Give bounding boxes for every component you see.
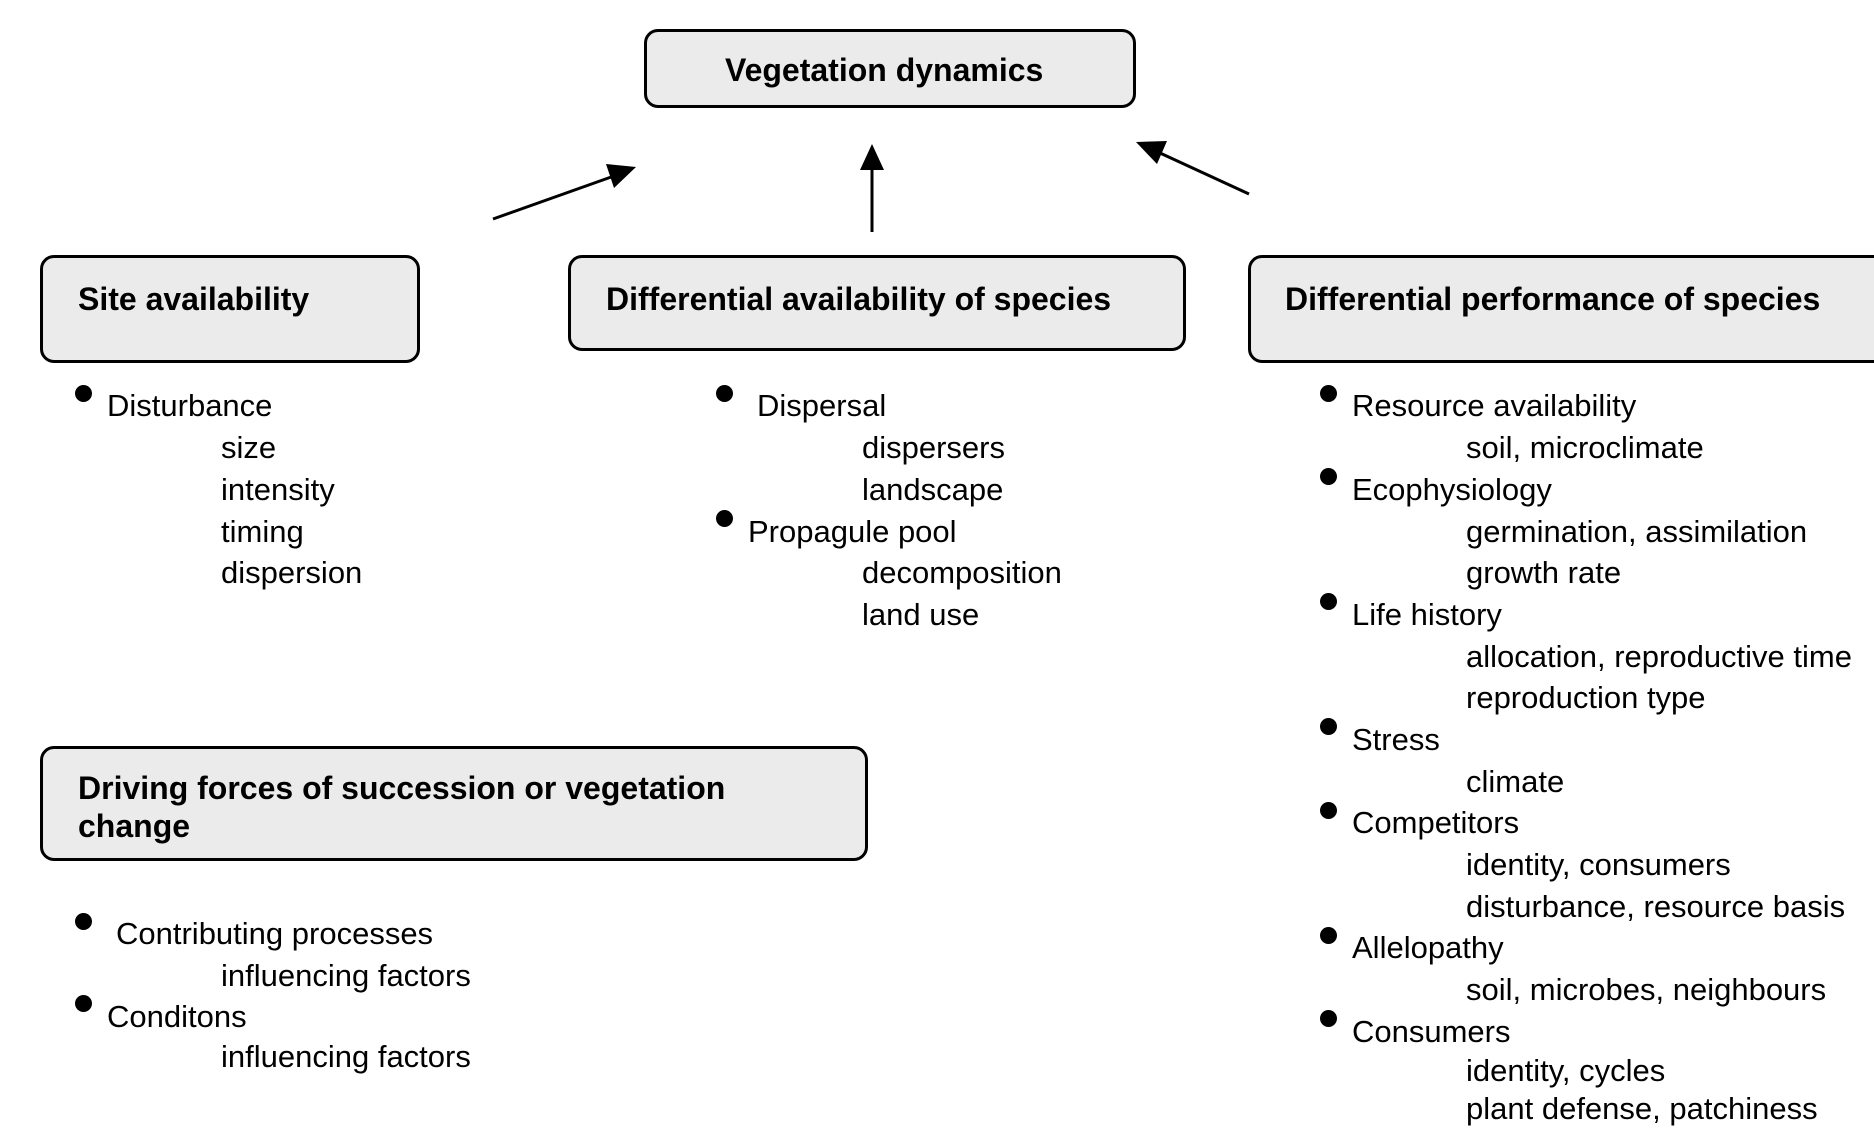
sub-item: timing (221, 514, 304, 549)
sub-item: soil, microbes, neighbours (1466, 972, 1827, 1007)
sub-item: intensity (221, 472, 335, 507)
list-item: Conditons (107, 999, 247, 1034)
bullet (75, 995, 92, 1012)
sub-item: germination, assimilation (1466, 514, 1808, 549)
bullet (1320, 593, 1337, 610)
sub-item: reproduction type (1466, 680, 1706, 715)
sub-item: dispersers (862, 430, 1005, 465)
sub-item: allocation, reproductive time (1466, 639, 1852, 674)
sub-item: influencing factors (221, 958, 471, 993)
bullet (1320, 718, 1337, 735)
species-availability-box: Differential availability of species (568, 255, 1186, 351)
list-item: Competitors (1352, 805, 1520, 840)
bullet (1320, 802, 1337, 819)
arrow-center (860, 144, 884, 232)
sub-item: identity, cycles (1466, 1053, 1666, 1088)
sub-item: land use (862, 597, 980, 632)
list-item: Life history (1352, 597, 1502, 632)
sub-item: climate (1466, 764, 1565, 799)
bullet (1320, 385, 1337, 402)
arrow-left (492, 164, 636, 221)
sub-item: influencing factors (221, 1039, 471, 1074)
driving-forces-box: Driving forces of succession or vegetati… (40, 746, 868, 861)
list-item: Resource availability (1352, 388, 1637, 423)
sub-item: plant defense, patchiness (1466, 1091, 1818, 1126)
vegetation-dynamics-box: Vegetation dynamics (644, 29, 1136, 108)
bullet (1320, 1010, 1337, 1027)
list-item: Allelopathy (1352, 930, 1504, 965)
species-availability-title: Differential availability of species (606, 281, 1112, 317)
site-availability-box: Site availability (40, 255, 420, 363)
vegetation-dynamics-title: Vegetation dynamics (725, 52, 1044, 88)
list-item: Disturbance (107, 388, 273, 423)
bullet (716, 510, 733, 527)
sub-item: dispersion (221, 555, 363, 590)
list-item: Ecophysiology (1352, 472, 1552, 507)
sub-item: soil, microclimate (1466, 430, 1704, 465)
bullet (75, 385, 92, 402)
bullet (1320, 927, 1337, 944)
sub-item: identity, consumers (1466, 847, 1731, 882)
species-performance-box: Differential performance of species (1248, 255, 1874, 363)
driving-forces-title-line1: Driving forces of succession or vegetati… (78, 770, 726, 806)
list-item: Propagule pool (748, 514, 957, 549)
sub-item: size (221, 430, 277, 465)
species-performance-title: Differential performance of species (1285, 281, 1821, 317)
sub-item: disturbance, resource basis (1466, 889, 1846, 924)
list-item: Stress (1352, 722, 1440, 757)
sub-item: landscape (862, 472, 1004, 507)
list-item: Dispersal (757, 388, 887, 423)
arrow-right (1136, 141, 1250, 196)
bullet (1320, 468, 1337, 485)
sub-item: growth rate (1466, 555, 1622, 590)
site-availability-title: Site availability (78, 281, 310, 317)
sub-item: decomposition (862, 555, 1062, 590)
bullet (75, 913, 92, 930)
bullet (716, 385, 733, 402)
list-item: Contributing processes (116, 916, 434, 951)
list-item: Consumers (1352, 1014, 1511, 1049)
driving-forces-title-line2: change (78, 808, 191, 844)
